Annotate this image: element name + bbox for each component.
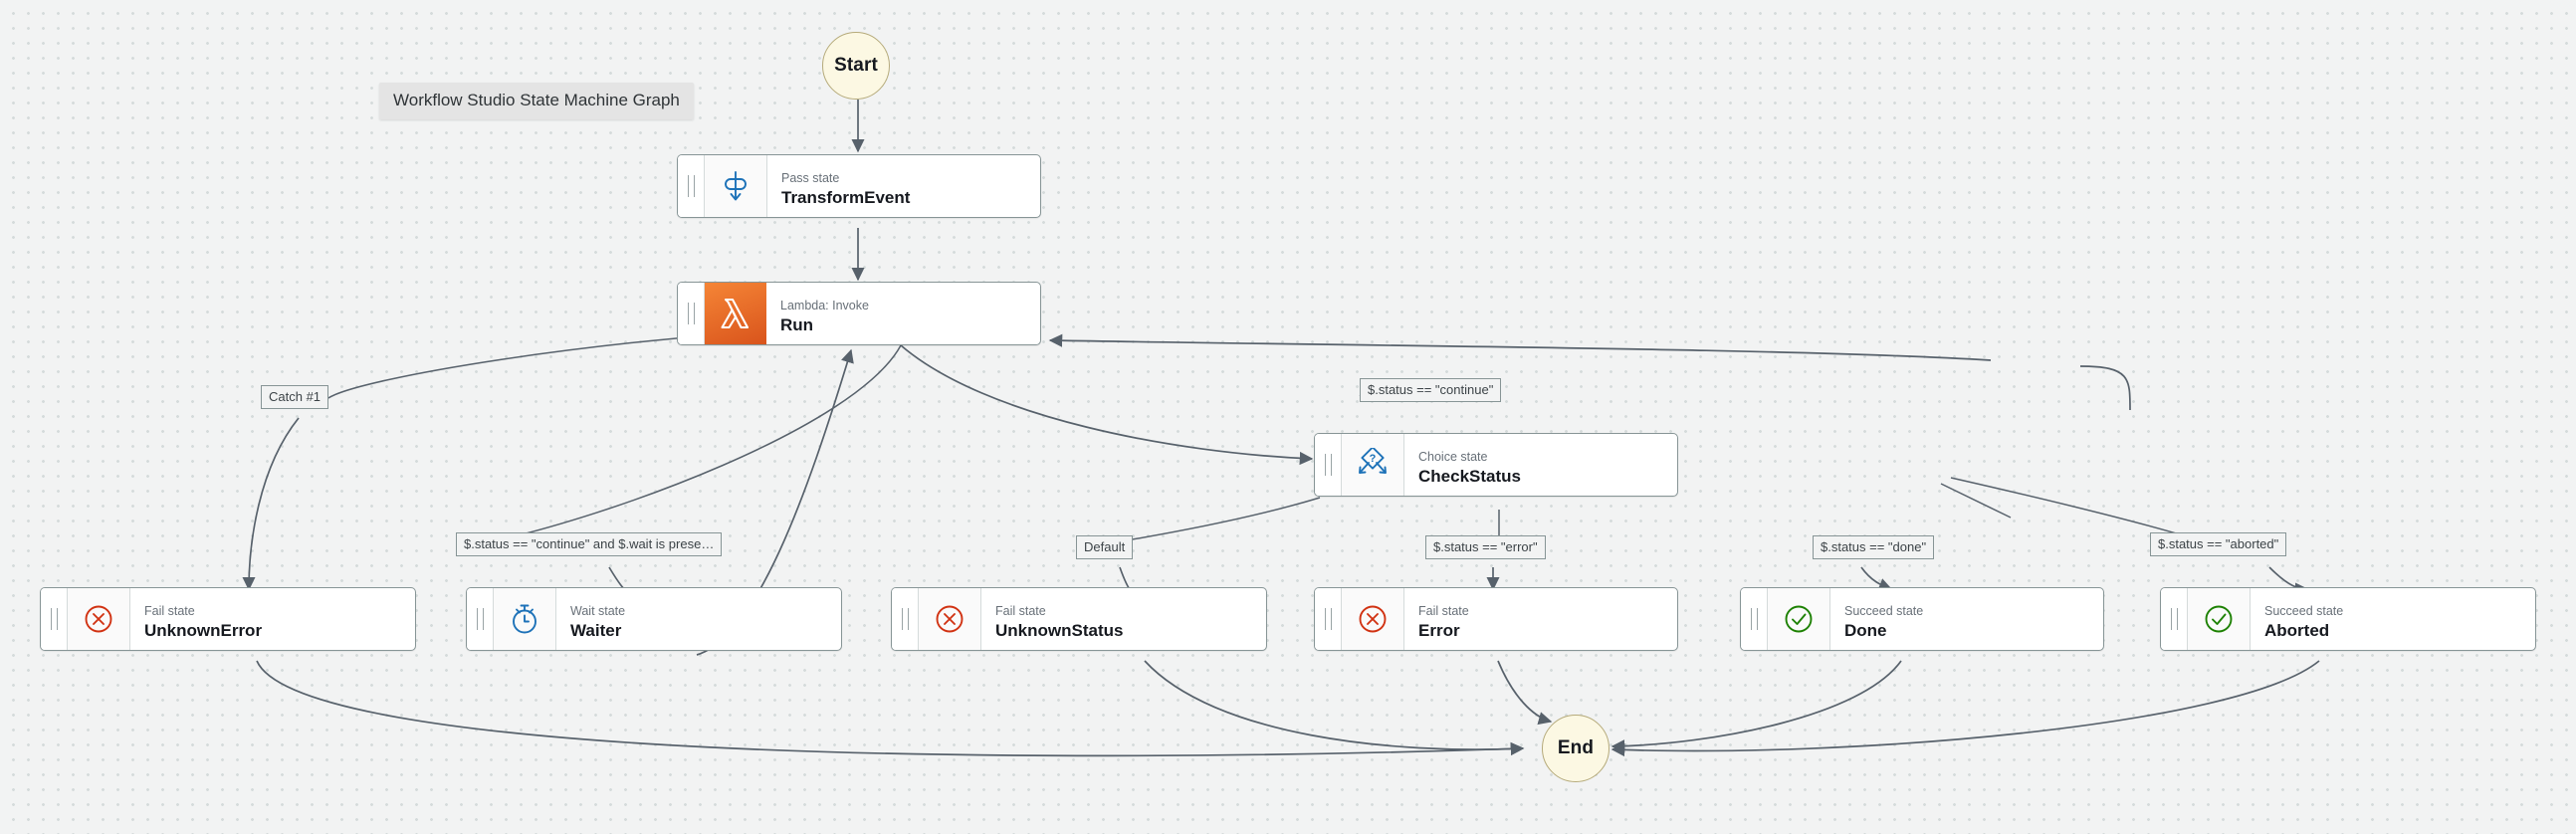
state-name-label: UnknownStatus [995, 621, 1124, 640]
edge-label-continue[interactable]: $.status == "continue" [1360, 378, 1502, 402]
drag-handle[interactable] [1315, 588, 1342, 650]
start-node-label: Start [834, 55, 878, 76]
state-card-checkstatus[interactable]: ? Choice state CheckStatus [1314, 433, 1678, 497]
pass-state-icon [705, 155, 767, 217]
drag-handle[interactable] [678, 155, 705, 217]
edge-checkstatus-to-done [1860, 566, 1893, 591]
graph-title-chip: Workflow Studio State Machine Graph [379, 83, 694, 119]
start-node[interactable]: Start [822, 32, 890, 100]
edge-stub-done [1940, 483, 2012, 519]
state-type-label: Fail state [1418, 604, 1469, 618]
edge-run-catch-to-unknownerror [242, 417, 300, 591]
state-card-error[interactable]: Fail state Error [1314, 587, 1678, 651]
state-type-label: Succeed state [1844, 604, 1924, 618]
state-card-transformevent[interactable]: Pass state TransformEvent [677, 154, 1041, 218]
edge-label-default[interactable]: Default [1076, 535, 1134, 559]
state-name-label: Waiter [570, 621, 622, 640]
edge-error-to-end [1497, 660, 1553, 726]
fail-state-icon [1342, 588, 1404, 650]
aws-lambda-icon [705, 283, 766, 344]
state-type-label: Pass state [781, 171, 840, 185]
drag-handle[interactable] [678, 283, 705, 344]
succeed-state-icon [1768, 588, 1830, 650]
state-card-run[interactable]: Lambda: Invoke Run [677, 282, 1041, 345]
state-card-unknownerror[interactable]: Fail state UnknownError [40, 587, 416, 651]
wait-state-icon [494, 588, 556, 650]
edge-checkstatus-to-run-continue [1050, 340, 2131, 411]
state-name-label: UnknownError [144, 621, 263, 640]
state-type-label: Fail state [144, 604, 195, 618]
drag-handle[interactable] [2161, 588, 2188, 650]
state-card-done[interactable]: Succeed state Done [1740, 587, 2104, 651]
succeed-state-icon [2188, 588, 2251, 650]
drag-handle[interactable] [467, 588, 494, 650]
drag-handle[interactable] [41, 588, 68, 650]
edge-label-catch1[interactable]: Catch #1 [261, 385, 329, 409]
state-type-label: Succeed state [2264, 604, 2344, 618]
drag-handle[interactable] [1741, 588, 1768, 650]
state-card-unknownstatus[interactable]: Fail state UnknownStatus [891, 587, 1267, 651]
fail-state-icon [919, 588, 981, 650]
state-card-aborted[interactable]: Succeed state Aborted [2160, 587, 2536, 651]
state-type-label: Choice state [1418, 450, 1488, 464]
svg-text:?: ? [1370, 453, 1377, 465]
edge-stub-aborted [1950, 477, 2191, 538]
fail-state-icon [68, 588, 130, 650]
edge-checkstatus-to-aborted [2268, 566, 2309, 596]
end-node[interactable]: End [1542, 715, 1610, 782]
state-type-label: Fail state [995, 604, 1046, 618]
state-name-label: Aborted [2264, 621, 2330, 640]
edge-unknownstatus-to-end [1144, 660, 1525, 756]
edge-aborted-to-end [1610, 660, 2320, 757]
state-name-label: Error [1418, 621, 1460, 640]
state-name-label: CheckStatus [1418, 467, 1521, 486]
edge-run-to-checkstatus [900, 344, 1314, 466]
edge-label-error[interactable]: $.status == "error" [1425, 535, 1546, 559]
choice-state-icon: ? [1342, 434, 1404, 496]
state-name-label: TransformEvent [781, 188, 911, 207]
edge-stub-continue-wait [487, 344, 902, 543]
edge-label-aborted[interactable]: $.status == "aborted" [2150, 532, 2287, 556]
edge-label-done[interactable]: $.status == "done" [1813, 535, 1935, 559]
state-type-label: Lambda: Invoke [780, 299, 869, 313]
state-type-label: Wait state [570, 604, 626, 618]
edge-label-continue-and-wait[interactable]: $.status == "continue" and $.wait is pre… [456, 532, 723, 556]
drag-handle[interactable] [1315, 434, 1342, 496]
state-name-label: Done [1844, 621, 1887, 640]
edge-unknownerror-to-end [256, 660, 1525, 757]
edge-stub-default [1114, 497, 1321, 543]
state-card-waiter[interactable]: Wait state Waiter [466, 587, 842, 651]
edge-done-to-end [1610, 660, 1902, 753]
drag-handle[interactable] [892, 588, 919, 650]
state-name-label: Run [780, 315, 814, 334]
end-node-label: End [1557, 737, 1595, 758]
